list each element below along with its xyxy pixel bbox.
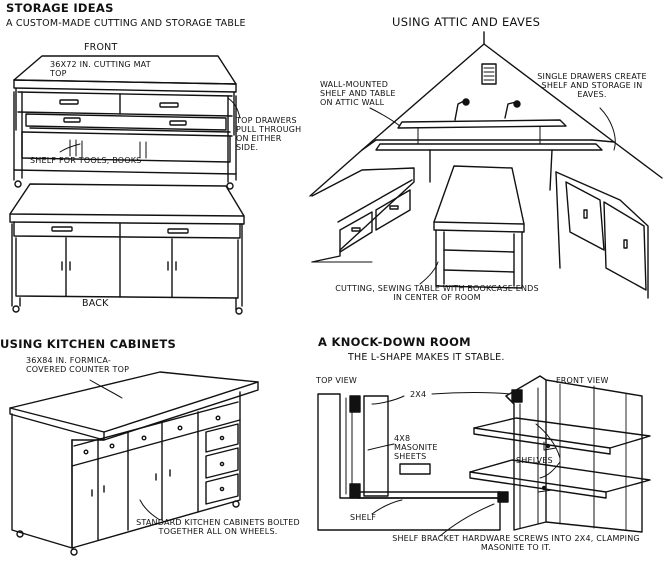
leader-lines-storage — [59, 97, 241, 153]
leader-lines-knockdown — [367, 392, 561, 537]
knockdown-front-view — [469, 375, 651, 533]
label-2x4: 2X4 — [410, 390, 427, 399]
heading-storage-ideas: STORAGE IDEAS — [6, 1, 114, 15]
label-single-drawers: SINGLE DRAWERS CREATE SHELF AND STORAGE … — [537, 72, 647, 99]
label-front: FRONT — [84, 42, 118, 53]
label-masonite-sheets: 4X8 MASONITE SHEETS — [394, 434, 438, 461]
subtitle-l-shape: THE L-SHAPE MAKES IT STABLE. — [348, 352, 505, 363]
label-cutting-sewing-table: CUTTING, SEWING TABLE WITH BOOKCASE ENDS… — [335, 284, 539, 302]
label-bracket-hardware: SHELF BRACKET HARDWARE SCREWS INTO 2X4, … — [392, 534, 640, 552]
label-shelf-tools: SHELF FOR TOOLS, BOOKS — [30, 156, 142, 165]
label-cutting-mat: 36X72 IN. CUTTING MAT TOP — [50, 60, 151, 78]
label-top-view: TOP VIEW — [316, 376, 357, 385]
heading-attic-eaves: USING ATTIC AND EAVES — [392, 15, 541, 29]
knockdown-top-view — [317, 393, 509, 531]
label-shelves: SHELVES — [516, 456, 553, 465]
heading-knockdown-room: A KNOCK-DOWN ROOM — [318, 335, 471, 349]
cutting-table-back — [9, 183, 245, 315]
heading-kitchen-cabinets: USING KITCHEN CABINETS — [0, 337, 177, 351]
label-top-drawers: TOP DRAWERS PULL THROUGH ON EITHER SIDE. — [236, 116, 302, 152]
label-counter-top: 36X84 IN. FORMICA-COVERED COUNTER TOP — [26, 356, 130, 374]
attic-room — [309, 31, 663, 299]
cutting-table-front — [13, 55, 237, 190]
label-shelf: SHELF — [350, 513, 377, 522]
label-wall-shelf: WALL-MOUNTED SHELF AND TABLE ON ATTIC WA… — [320, 80, 396, 107]
label-back: BACK — [82, 298, 109, 309]
leader-lines-kitchen — [89, 379, 161, 521]
label-standard-cabinets: STANDARD KITCHEN CABINETS BOLTED TOGETHE… — [136, 518, 300, 536]
leader-lines-attic — [369, 107, 616, 285]
subtitle-cutting-table: A CUSTOM-MADE CUTTING AND STORAGE TABLE — [6, 18, 246, 29]
kitchen-cabinet-island — [9, 371, 259, 556]
label-front-view: FRONT VIEW — [556, 376, 609, 385]
